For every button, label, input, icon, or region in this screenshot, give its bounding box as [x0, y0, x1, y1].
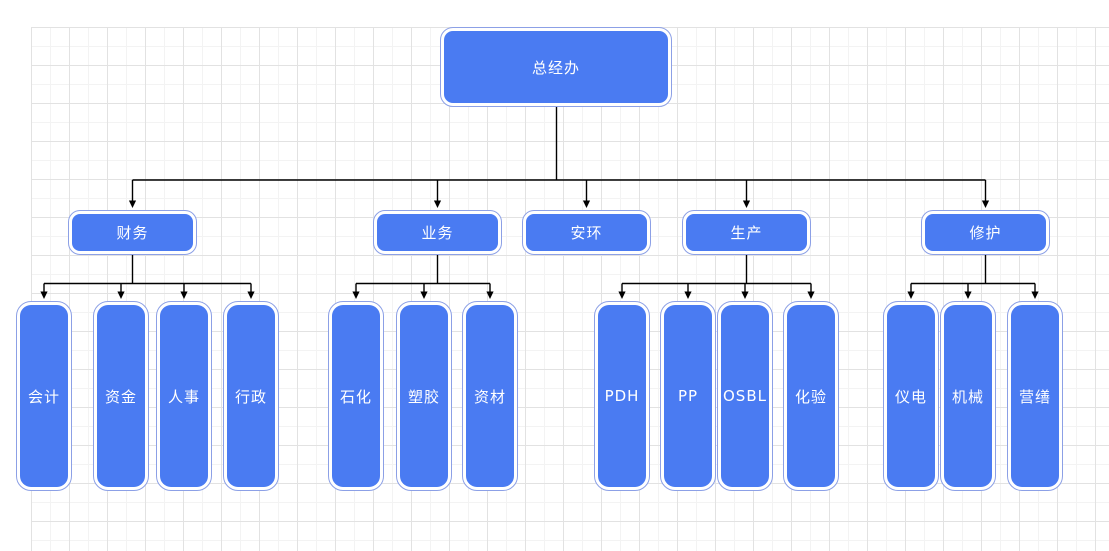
node-body: 资金	[97, 305, 145, 487]
edge-production-bus	[622, 255, 811, 285]
org-node-osbl[interactable]: OSBL	[717, 301, 773, 491]
node-body: 财务	[72, 214, 193, 251]
node-body: 会计	[20, 305, 68, 487]
node-body: 仪电	[887, 305, 935, 487]
node-label: 人事	[167, 387, 200, 406]
node-body: PDH	[598, 305, 646, 487]
edge-business-bus	[356, 255, 490, 285]
edge-finance-bus	[44, 255, 251, 285]
org-node-pp[interactable]: PP	[660, 301, 716, 491]
node-label: 化验	[794, 387, 827, 406]
org-node-funds[interactable]: 资金	[93, 301, 149, 491]
node-body: 安环	[526, 214, 647, 251]
org-node-construction[interactable]: 营缮	[1007, 301, 1063, 491]
node-body: 生产	[686, 214, 807, 251]
node-label: 业务	[421, 224, 454, 242]
node-label: 总经办	[531, 58, 580, 77]
node-body: 塑胶	[400, 305, 448, 487]
edge-root-bus	[132, 107, 986, 181]
org-node-general-manager-office[interactable]: 总经办	[440, 27, 672, 107]
node-body: 资材	[466, 305, 514, 487]
node-body: 化验	[787, 305, 835, 487]
node-label: 会计	[27, 387, 60, 406]
node-body: 机械	[944, 305, 992, 487]
node-label: 生产	[730, 224, 763, 242]
node-label: 机械	[951, 387, 984, 406]
org-node-pdh[interactable]: PDH	[594, 301, 650, 491]
node-body: 石化	[332, 305, 380, 487]
node-label: 塑胶	[407, 387, 440, 406]
org-node-maintenance[interactable]: 修护	[921, 210, 1050, 255]
node-label: 营缮	[1018, 387, 1051, 406]
node-label: 安环	[570, 224, 603, 242]
node-label: PDH	[604, 387, 640, 405]
org-node-materials[interactable]: 资材	[462, 301, 518, 491]
node-body: 行政	[227, 305, 275, 487]
node-body: 修护	[925, 214, 1046, 251]
org-node-administration[interactable]: 行政	[223, 301, 279, 491]
node-body: PP	[664, 305, 712, 487]
node-body: OSBL	[721, 305, 769, 487]
org-node-business[interactable]: 业务	[373, 210, 502, 255]
node-label: PP	[677, 387, 699, 405]
org-node-accounting[interactable]: 会计	[16, 301, 72, 491]
node-body: 业务	[377, 214, 498, 251]
node-label: 仪电	[894, 387, 927, 406]
node-label: 资材	[473, 387, 506, 406]
node-body: 总经办	[444, 31, 668, 103]
org-node-lab[interactable]: 化验	[783, 301, 839, 491]
edge-maintenance-bus	[911, 255, 1035, 285]
node-label: 修护	[969, 224, 1002, 242]
node-label: 资金	[104, 387, 137, 406]
org-node-petrochemical[interactable]: 石化	[328, 301, 384, 491]
node-label: 财务	[116, 224, 149, 242]
org-node-finance[interactable]: 财务	[68, 210, 197, 255]
node-body: 人事	[160, 305, 208, 487]
node-label: 行政	[234, 387, 267, 406]
org-node-machinery[interactable]: 机械	[940, 301, 996, 491]
org-node-plastics[interactable]: 塑胶	[396, 301, 452, 491]
node-body: 营缮	[1011, 305, 1059, 487]
org-node-instrument-electric[interactable]: 仪电	[883, 301, 939, 491]
node-label: OSBL	[723, 387, 767, 405]
org-node-production[interactable]: 生产	[682, 210, 811, 255]
org-node-safety-environment[interactable]: 安环	[522, 210, 651, 255]
node-label: 石化	[339, 387, 372, 406]
org-node-personnel[interactable]: 人事	[156, 301, 212, 491]
